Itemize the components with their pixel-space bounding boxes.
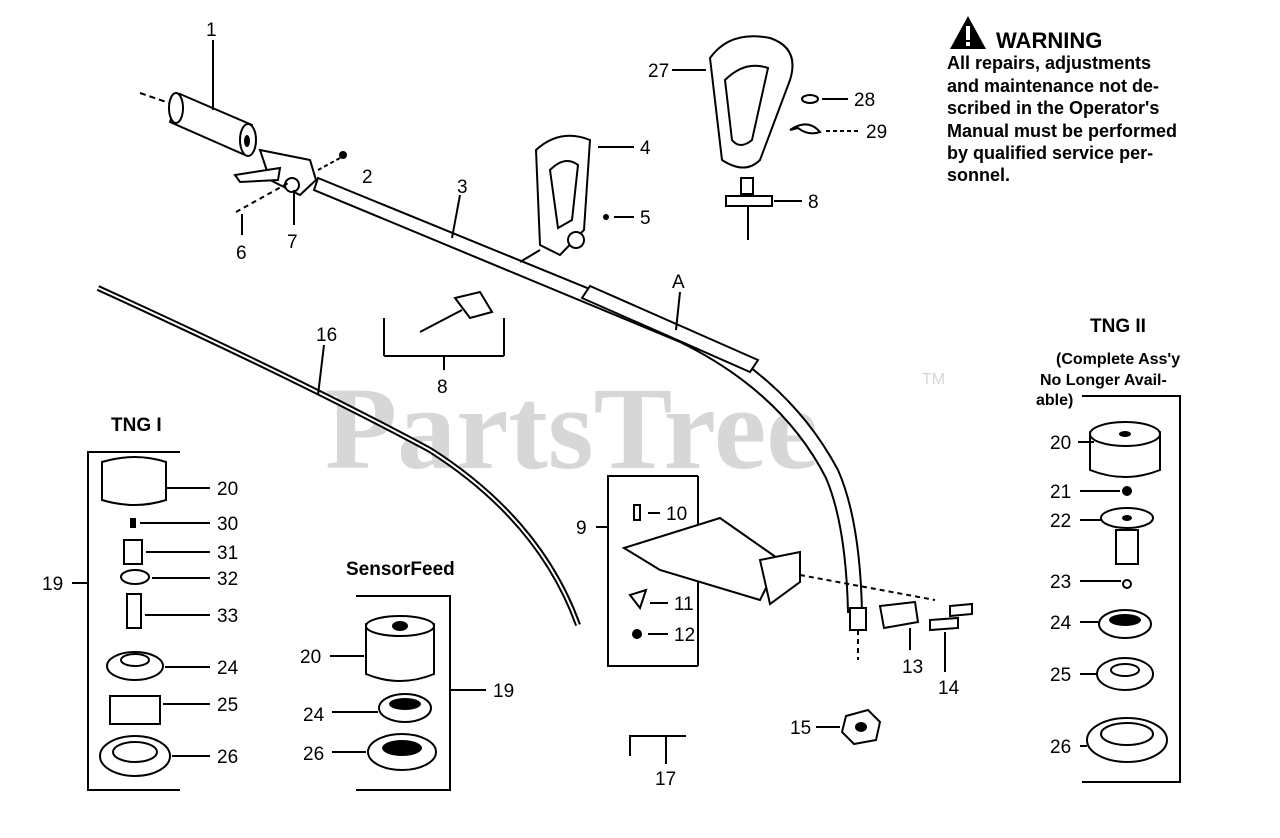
callout-1: 1 — [206, 20, 217, 41]
warning-line: All repairs, adjustments — [947, 53, 1151, 73]
part-handle — [519, 134, 634, 263]
warning-block: WARNING All repairs, adjustments and mai… — [947, 16, 1177, 185]
part-knob-bolt-left — [383, 290, 505, 370]
callout-17: 17 — [655, 769, 676, 790]
callout-2: 2 — [362, 167, 373, 188]
callout-26-tng1: 26 — [217, 747, 238, 768]
callout-21: 21 — [1050, 482, 1071, 503]
part-clamp-and-nut — [816, 600, 973, 746]
callout-A: A — [672, 272, 685, 293]
watermark-text: PartsTree — [325, 363, 819, 494]
callout-15: 15 — [790, 718, 811, 739]
callout-25-tng2: 25 — [1050, 665, 1071, 686]
callout-24-tng2: 24 — [1050, 613, 1072, 634]
section-tng1-title: TNG I — [111, 415, 162, 436]
warning-line: and maintenance not de- — [947, 76, 1159, 96]
part-shaft-housing — [312, 176, 867, 660]
warning-line: sonnel. — [947, 165, 1010, 185]
callout-26-tng2: 26 — [1050, 737, 1071, 758]
callout-7: 7 — [287, 232, 298, 253]
assembly-tng1 — [72, 451, 210, 791]
tng2-note-line: No Longer Avail- — [1040, 372, 1167, 389]
callout-31: 31 — [217, 543, 238, 564]
callout-28: 28 — [854, 90, 875, 111]
callout-22: 22 — [1050, 511, 1071, 532]
callout-20-sensorfeed: 20 — [300, 647, 321, 668]
assembly-tng2 — [1078, 395, 1181, 783]
part-guard-assembly — [596, 475, 936, 667]
part-loop-handle — [672, 35, 858, 240]
callout-23: 23 — [1050, 572, 1071, 593]
warning-title: WARNING — [996, 28, 1102, 53]
callout-26-sensorfeed: 26 — [303, 744, 324, 765]
callout-20-tng1: 20 — [217, 479, 238, 500]
section-tng2-title: TNG II — [1090, 316, 1146, 337]
assembly-sensorfeed — [330, 595, 486, 791]
callout-24-tng1: 24 — [217, 658, 239, 679]
tng2-note-line: (Complete Ass'y — [1056, 351, 1180, 368]
callout-10: 10 — [666, 504, 687, 525]
callout-27: 27 — [648, 61, 669, 82]
part-throttle-housing — [233, 148, 347, 235]
part-17 — [629, 735, 686, 764]
warning-line: Manual must be performed — [947, 121, 1177, 141]
callout-32: 32 — [217, 569, 238, 590]
callout-8-top: 8 — [808, 192, 819, 213]
tng2-note-line: able) — [1036, 392, 1073, 409]
watermark-tm: TM — [922, 371, 945, 388]
callout-20-tng2: 20 — [1050, 433, 1071, 454]
callout-6: 6 — [236, 243, 247, 264]
callout-4: 4 — [640, 138, 651, 159]
callout-33: 33 — [217, 606, 238, 627]
callout-19-tng1: 19 — [42, 574, 63, 595]
warning-line: by qualified service per- — [947, 143, 1153, 163]
callout-9: 9 — [576, 518, 587, 539]
part-grip-tube — [139, 40, 257, 157]
callout-19-sensorfeed: 19 — [493, 681, 514, 702]
callout-5: 5 — [640, 208, 651, 229]
callout-25-tng1: 25 — [217, 695, 238, 716]
callout-3: 3 — [457, 177, 468, 198]
callout-12: 12 — [674, 625, 695, 646]
callout-16: 16 — [316, 325, 337, 346]
callout-13: 13 — [902, 657, 923, 678]
callout-11: 11 — [674, 594, 694, 615]
callout-14: 14 — [938, 678, 960, 699]
warning-line: scribed in the Operator's — [947, 98, 1159, 118]
warning-triangle-icon — [950, 16, 986, 49]
part-shaft-cover-a — [580, 284, 760, 374]
callout-24-sensorfeed: 24 — [303, 705, 325, 726]
section-sensorfeed-title: SensorFeed — [346, 559, 455, 580]
callout-30: 30 — [217, 514, 238, 535]
callout-29: 29 — [866, 122, 887, 143]
callout-8-left: 8 — [437, 377, 448, 398]
part-drive-cable — [96, 285, 581, 627]
